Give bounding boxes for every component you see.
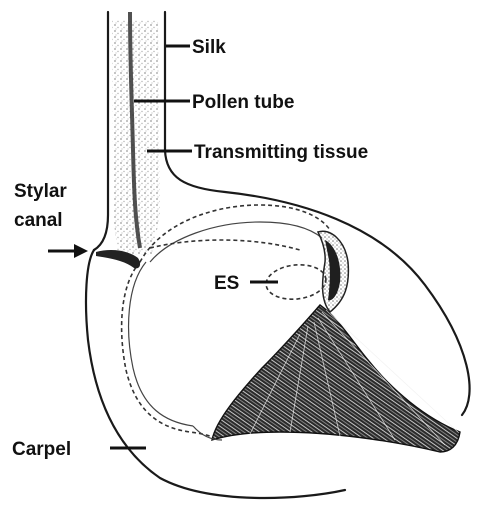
label-silk: Silk	[192, 37, 226, 58]
label-carpel: Carpel	[12, 439, 71, 460]
label-stylar: Stylar	[14, 181, 67, 202]
stylar-canal-arrow	[48, 244, 88, 258]
label-pollen-tube: Pollen tube	[192, 92, 294, 113]
ovule-boundary	[122, 262, 215, 438]
integument-top	[140, 205, 330, 262]
ovule-boundary-inner	[129, 262, 193, 426]
integument-inner-arc	[150, 240, 300, 250]
label-es: ES	[214, 273, 239, 294]
integument-top-inner	[150, 222, 322, 262]
label-canal: canal	[14, 210, 63, 231]
silk-left-wall	[94, 12, 108, 250]
label-transmitting-tissue: Transmitting tissue	[194, 142, 368, 163]
